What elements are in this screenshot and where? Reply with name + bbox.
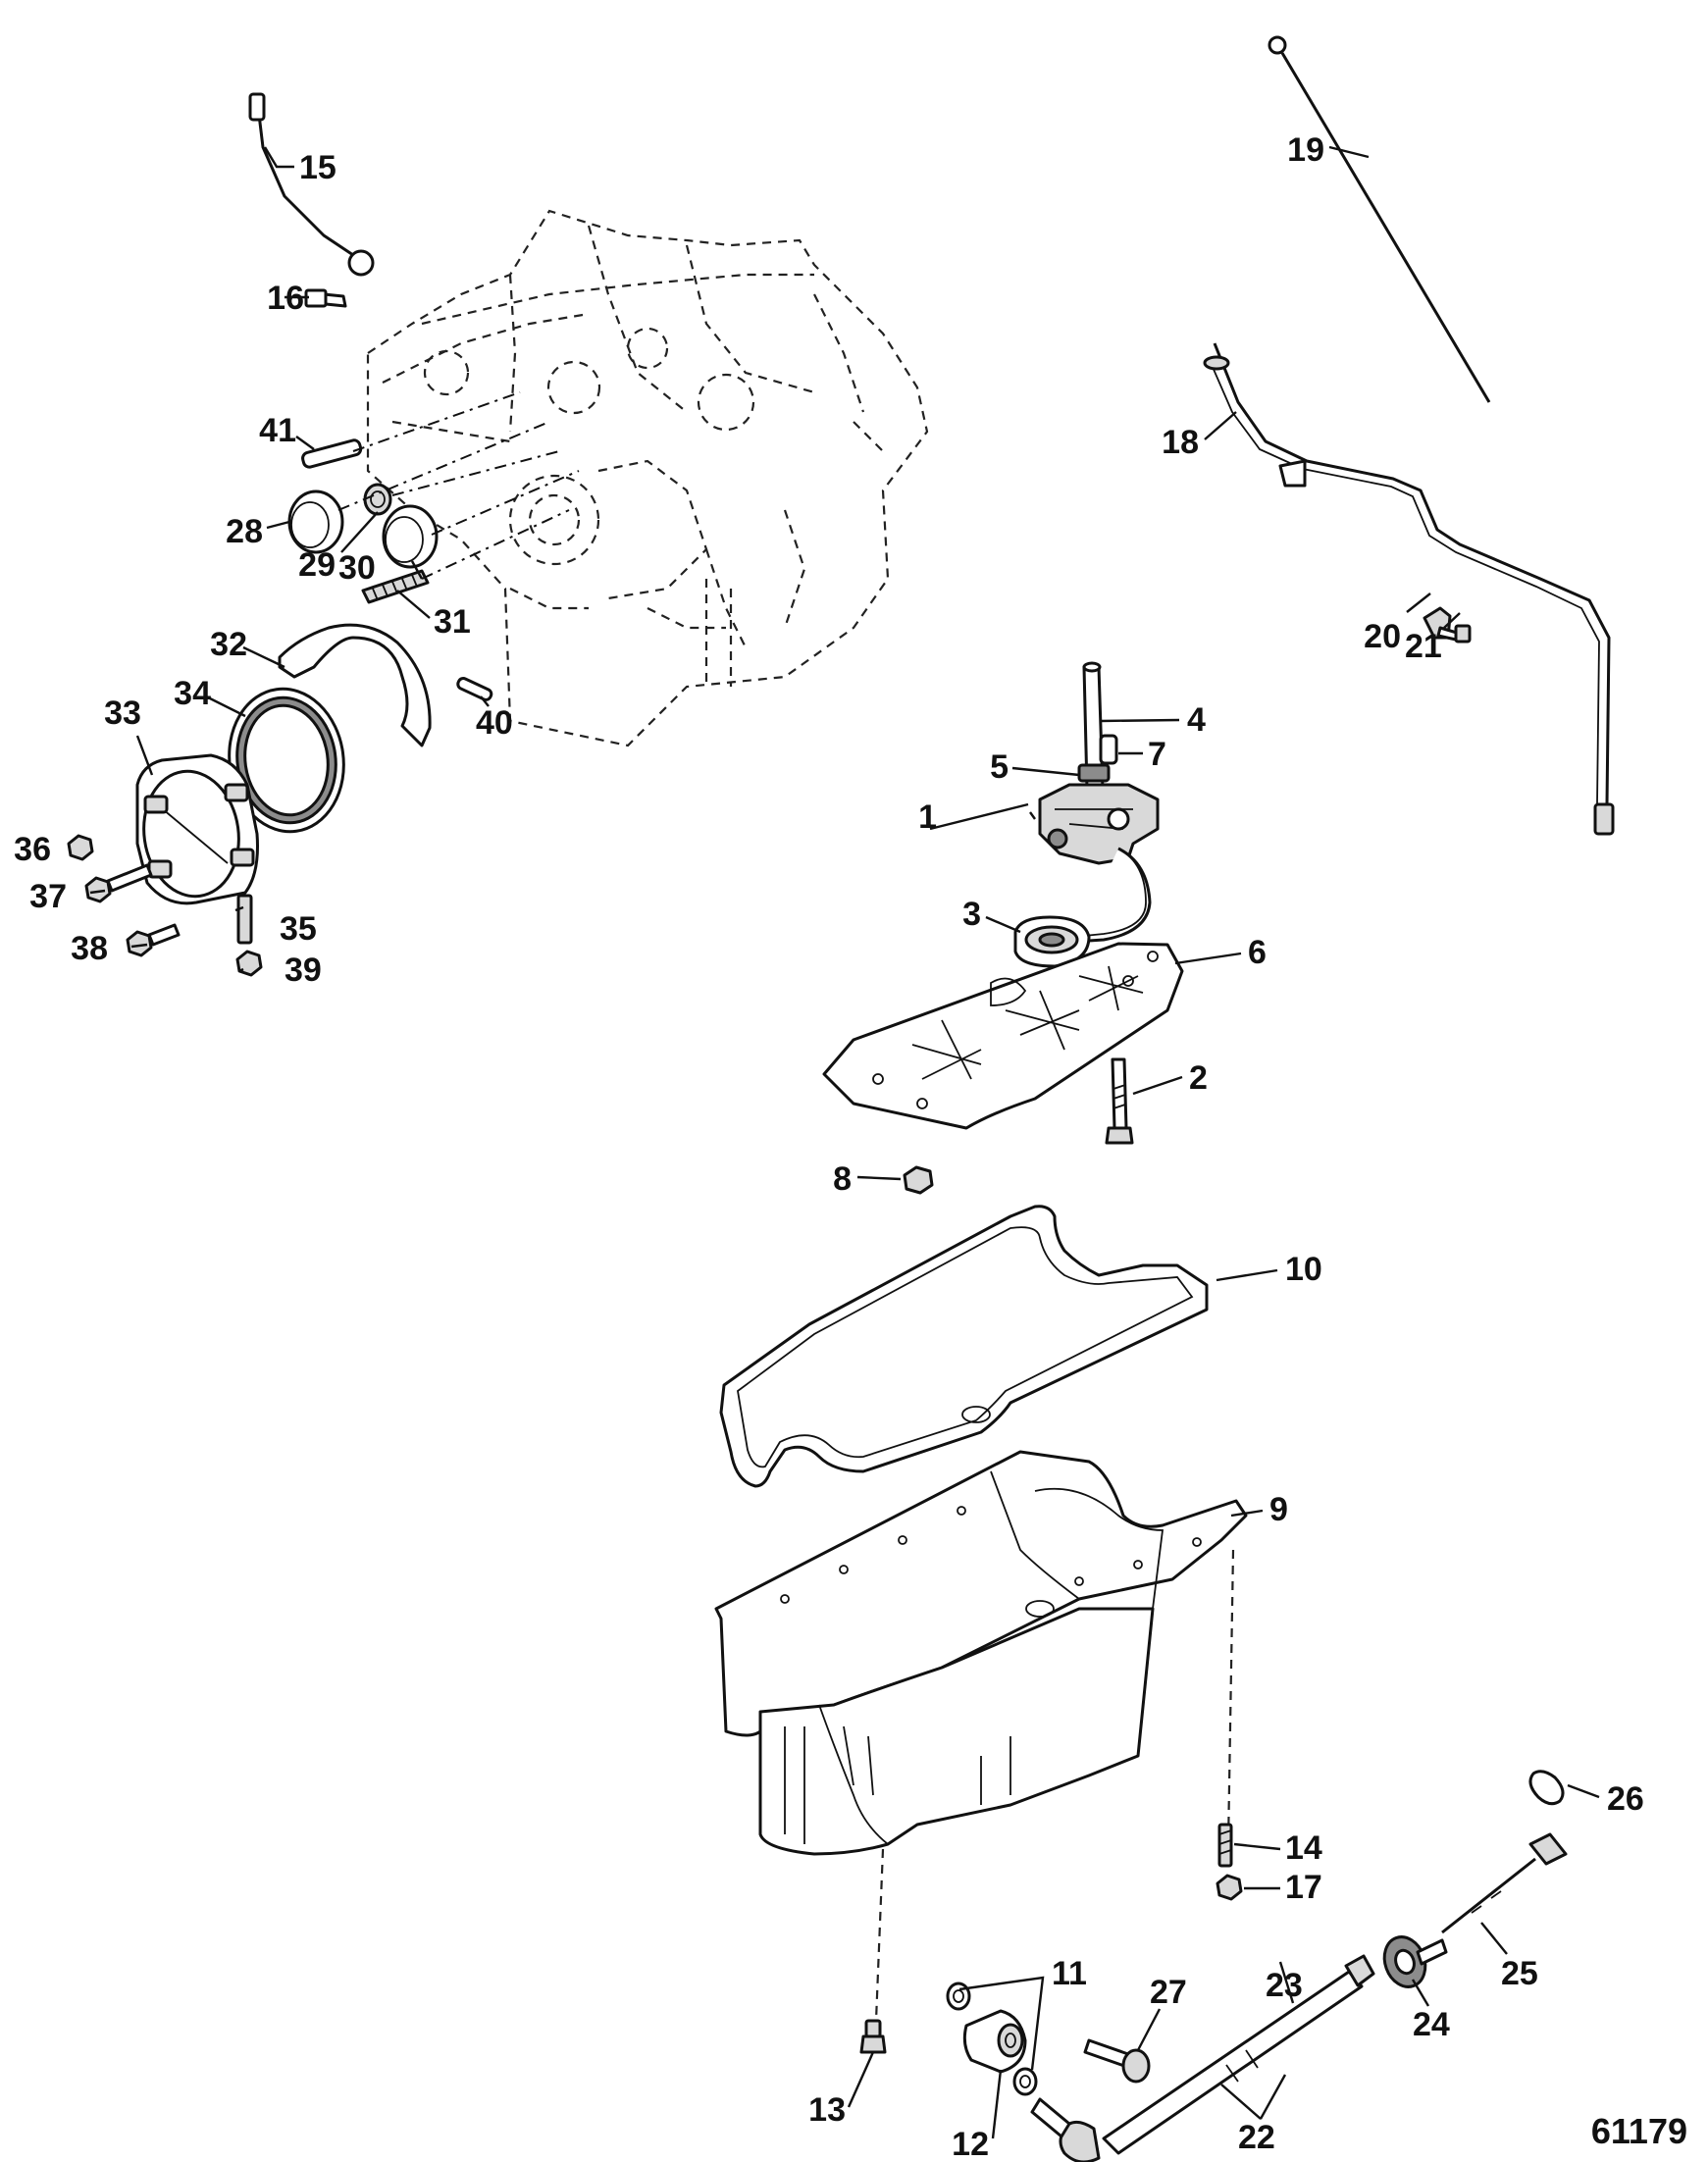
callout-3: 3 <box>962 896 981 933</box>
retainer-collar-5 <box>1077 763 1111 783</box>
callout-10: 10 <box>1285 1251 1322 1288</box>
callout-39: 39 <box>285 952 322 989</box>
callout-5: 5 <box>990 748 1009 786</box>
banjo-bolt-27 <box>1083 2038 1151 2084</box>
o-ring-26 <box>1528 1770 1565 1806</box>
bolt-37 <box>84 863 153 903</box>
callout-26: 26 <box>1607 1780 1644 1818</box>
callout-17: 17 <box>1285 1869 1322 1906</box>
pickup-screen-3 <box>1013 915 1091 968</box>
callout-21: 21 <box>1405 628 1442 665</box>
callout-35: 35 <box>280 910 317 948</box>
callout-7: 7 <box>1148 736 1166 773</box>
callout-15: 15 <box>299 149 336 186</box>
bolt-16 <box>304 288 347 308</box>
callout-40: 40 <box>476 704 513 742</box>
nut-36 <box>67 834 94 861</box>
callout-12: 12 <box>952 2126 989 2162</box>
seal-housing-gasket-32 <box>278 623 432 747</box>
leader-lines <box>69 145 1600 2139</box>
windage-tray-6 <box>822 942 1184 1130</box>
dipstick-19 <box>1268 35 1491 403</box>
stud-14 <box>1217 1823 1233 1868</box>
nut-17 <box>1216 1874 1243 1901</box>
callout-41: 41 <box>259 412 296 449</box>
drain-tube-23 <box>1102 1954 1375 2155</box>
callout-33: 33 <box>104 695 141 732</box>
bolt-38 <box>126 923 181 957</box>
engine-block-phantom <box>366 209 929 747</box>
callout-30: 30 <box>338 549 376 587</box>
dowel-7 <box>1099 734 1118 765</box>
callout-36: 36 <box>14 831 51 868</box>
seal-housing-33 <box>135 753 259 905</box>
callout-13: 13 <box>808 2091 846 2129</box>
alignment-drop-lines <box>874 1549 1235 2022</box>
nut-8 <box>903 1165 934 1195</box>
rear-main-seal-34 <box>228 687 345 834</box>
callout-34: 34 <box>174 675 211 712</box>
callout-labels: 1 2 3 4 5 6 7 8 9 10 11 12 13 14 15 16 1… <box>14 131 1644 2162</box>
oil-level-sensor-25 <box>1441 1832 1568 1934</box>
dowel-pin-41 <box>301 438 363 469</box>
bolt-21 <box>1436 624 1472 643</box>
stud-31 <box>361 569 430 604</box>
stud-35 <box>236 894 253 945</box>
callout-6: 6 <box>1248 934 1267 971</box>
callout-11: 11 <box>1052 1955 1087 1992</box>
callout-38: 38 <box>71 930 108 967</box>
callout-20: 20 <box>1364 618 1401 655</box>
callout-19: 19 <box>1287 131 1324 169</box>
alignment-axis-lines <box>337 391 580 580</box>
callout-23: 23 <box>1266 1967 1303 2004</box>
oil-pan-9 <box>714 1450 1248 1856</box>
callout-4: 4 <box>1187 701 1206 739</box>
callout-1: 1 <box>918 798 937 836</box>
callout-2: 2 <box>1189 1059 1208 1097</box>
ring-28 <box>287 489 344 554</box>
oil-pan-gasket-10 <box>719 1205 1209 1488</box>
drain-plug-13 <box>859 2019 887 2054</box>
callout-18: 18 <box>1162 424 1199 461</box>
banjo-fitting-12 <box>962 2009 1027 2074</box>
figure-number: 61179 <box>1591 2111 1687 2151</box>
callout-28: 28 <box>226 513 263 550</box>
dipstick-tube-18 <box>1203 342 1615 836</box>
tray-bolt-2 <box>1105 1057 1134 1145</box>
callout-22: 22 <box>1238 2119 1275 2156</box>
callout-9: 9 <box>1269 1491 1288 1528</box>
knock-sensor-wire <box>248 92 375 277</box>
callout-16: 16 <box>267 280 304 317</box>
oil-pump-1 <box>1038 783 1160 944</box>
sealing-washer-11-b <box>1012 2067 1038 2096</box>
callout-25: 25 <box>1501 1955 1538 1992</box>
adapter-24 <box>1382 1935 1448 1988</box>
drain-hose-22 <box>1030 2097 1101 2162</box>
callout-24: 24 <box>1413 2006 1450 2043</box>
plug-29 <box>363 483 392 516</box>
ring-30 <box>382 504 439 569</box>
callout-29: 29 <box>298 546 336 584</box>
callout-31: 31 <box>434 603 471 641</box>
callout-37: 37 <box>29 878 67 915</box>
callout-27: 27 <box>1150 1974 1187 2011</box>
callout-32: 32 <box>210 626 247 663</box>
callout-8: 8 <box>833 1160 852 1198</box>
callout-14: 14 <box>1285 1829 1322 1867</box>
pin-40 <box>456 677 493 701</box>
